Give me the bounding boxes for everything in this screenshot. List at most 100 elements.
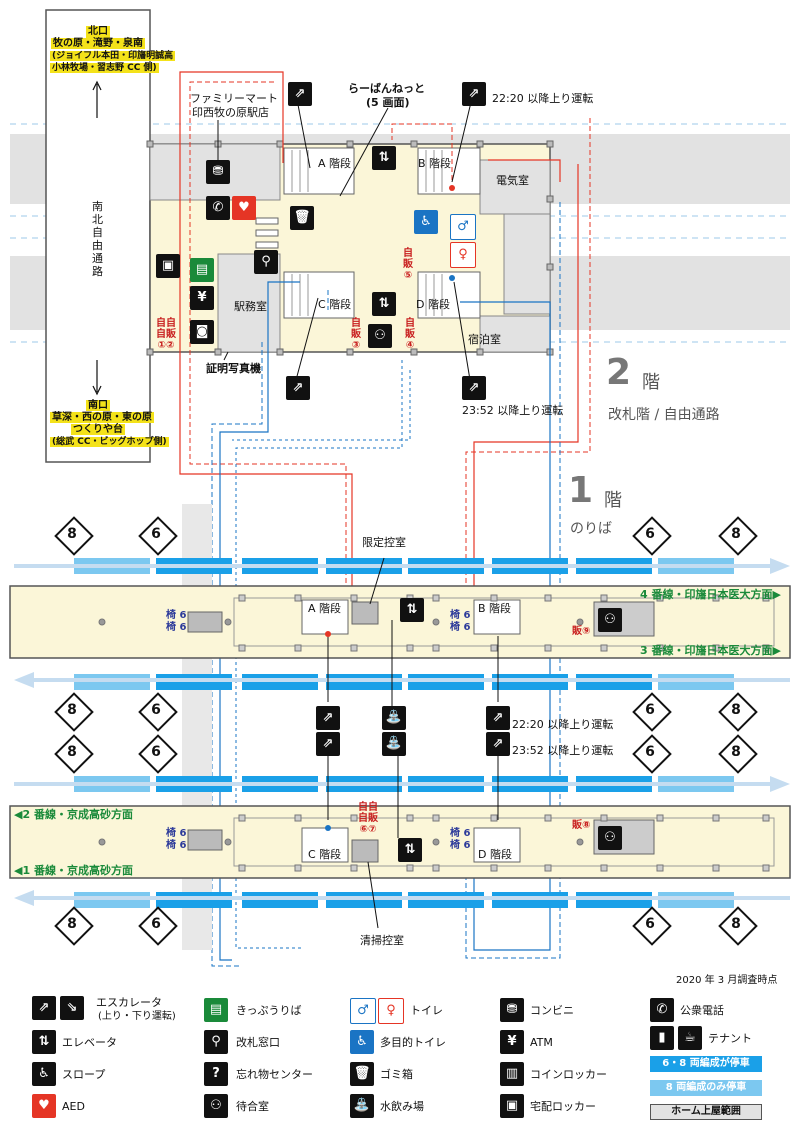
legend-tenant: テナント bbox=[708, 1032, 752, 1045]
column bbox=[712, 864, 720, 872]
track2-label: ◀2 番線・京成高砂方面 bbox=[14, 808, 133, 821]
column bbox=[490, 864, 498, 872]
car-marker-number: 6 bbox=[645, 744, 655, 760]
legend-multi-toilet: 多目的トイレ bbox=[380, 1036, 446, 1049]
south-exit-line1: 草深・西の原・東の原 bbox=[50, 412, 154, 423]
multi-toilet-icon: ♿ bbox=[350, 1030, 374, 1054]
column bbox=[600, 814, 608, 822]
car-marker-number: 8 bbox=[67, 916, 77, 932]
laban-label: らーばんねっと bbox=[348, 82, 425, 95]
column bbox=[350, 814, 358, 822]
floor2-number: 2 bbox=[606, 352, 632, 393]
bench: 椅 6 bbox=[450, 610, 471, 621]
waiting-room-icon: ⚇ bbox=[598, 608, 622, 632]
gate-icon: ⚲ bbox=[254, 250, 278, 274]
column bbox=[238, 864, 246, 872]
north-exit-line1: 牧の原・滝野・泉南 bbox=[51, 38, 145, 49]
legend-toilet: トイレ bbox=[410, 1004, 443, 1017]
pillar bbox=[98, 838, 106, 846]
column bbox=[294, 864, 302, 872]
column bbox=[350, 864, 358, 872]
legend-cars-68: 6・8 両編成が停車 bbox=[650, 1056, 762, 1072]
pillar bbox=[98, 618, 106, 626]
esc-note-1f-1: 22:20 以降上り運転 bbox=[512, 718, 614, 731]
column bbox=[762, 864, 770, 872]
lost-found-icon: ? bbox=[204, 1062, 228, 1086]
waiting-room-icon: ⚇ bbox=[368, 324, 392, 348]
escalator-icon: ⇗ bbox=[316, 706, 340, 730]
column bbox=[762, 814, 770, 822]
map-canvas bbox=[9, 9, 791, 967]
trash-icon: 🗑 bbox=[290, 206, 314, 230]
coin-locker-icon: ▥ bbox=[500, 1062, 524, 1086]
stair-c-label[interactable]: C 階段 bbox=[318, 298, 352, 311]
floor1-suffix: 階 bbox=[604, 490, 622, 511]
car-marker-number: 6 bbox=[151, 916, 161, 932]
aed-icon: ♥ bbox=[32, 1094, 56, 1118]
tenant-drink-icon: ▮ bbox=[650, 1026, 674, 1050]
survey-date: 2020 年 3 月調査時点 bbox=[676, 975, 778, 986]
north-exit-line3: 小林牧場・習志野 CC 側) bbox=[50, 63, 159, 73]
stair-b-label[interactable]: B 階段 bbox=[418, 157, 452, 170]
north-exit-line2: (ジョイフル本田・印旛明誠高 bbox=[50, 51, 176, 61]
column bbox=[544, 814, 552, 822]
atm-icon: ¥ bbox=[500, 1030, 524, 1054]
car-marker-number: 6 bbox=[151, 744, 161, 760]
escalator-icon: ⇗ bbox=[486, 706, 510, 730]
car-marker-number: 8 bbox=[731, 702, 741, 718]
track1-label: ◀1 番線・京成高砂方面 bbox=[14, 864, 133, 877]
legend-aed: AED bbox=[62, 1100, 85, 1113]
south-exit-line2: つくりや台 bbox=[71, 424, 125, 435]
slope-icon: ♿ bbox=[32, 1062, 56, 1086]
column bbox=[656, 594, 664, 602]
escalator-icon: ⇗ bbox=[286, 376, 310, 400]
toilet-female-icon: ♀ bbox=[378, 998, 404, 1024]
bench: 椅 6 bbox=[166, 610, 187, 621]
legend-convenience: コンビニ bbox=[530, 1004, 574, 1017]
legend-coin-locker: コインロッカー bbox=[530, 1068, 607, 1081]
column bbox=[350, 644, 358, 652]
legend-fountain: 水飲み場 bbox=[380, 1100, 424, 1113]
car-marker-number: 8 bbox=[731, 916, 741, 932]
aed-icon: ♥ bbox=[232, 196, 256, 220]
stair-d-label[interactable]: D 階段 bbox=[416, 298, 450, 311]
column bbox=[294, 644, 302, 652]
column bbox=[238, 644, 246, 652]
phone-icon: ✆ bbox=[206, 196, 230, 220]
column bbox=[600, 594, 608, 602]
tenant-cafe-icon: ☕ bbox=[678, 1026, 702, 1050]
escalator-icon: ⇗ bbox=[32, 996, 56, 1020]
toilet-female-icon: ♀ bbox=[450, 242, 476, 268]
lodge-room-label: 宿泊室 bbox=[468, 333, 501, 346]
stair-c-1f-label[interactable]: C 階段 bbox=[308, 848, 342, 861]
vending-8: 販⑧ bbox=[572, 820, 591, 831]
pillar bbox=[224, 838, 232, 846]
legend-cars-8: 8 両編成のみ停車 bbox=[650, 1080, 762, 1096]
column bbox=[350, 594, 358, 602]
esc-note-1f-2: 23:52 以降上り運転 bbox=[512, 744, 614, 757]
photo-machine-icon: ◙ bbox=[190, 320, 214, 344]
floor1-label: のりば bbox=[570, 521, 612, 537]
pillar bbox=[576, 618, 584, 626]
stair-a-1f-label[interactable]: A 階段 bbox=[308, 602, 342, 615]
column bbox=[490, 814, 498, 822]
column bbox=[712, 814, 720, 822]
south-exit-line3: (総武 CC・ビッグホップ側) bbox=[50, 437, 169, 447]
legend-elevator: エレベータ bbox=[62, 1036, 117, 1049]
escalator-icon: ⇘ bbox=[60, 996, 84, 1020]
stair-b-1f-label[interactable]: B 階段 bbox=[478, 602, 512, 615]
stair-d-1f-label[interactable]: D 階段 bbox=[478, 848, 512, 861]
column bbox=[432, 864, 440, 872]
legend-phone: 公衆電話 bbox=[680, 1004, 724, 1017]
toilet-male-icon: ♂ bbox=[450, 214, 476, 240]
pillar bbox=[432, 618, 440, 626]
column bbox=[600, 864, 608, 872]
column bbox=[294, 594, 302, 602]
atm-icon: ¥ bbox=[190, 286, 214, 310]
gate-icon: ⚲ bbox=[204, 1030, 228, 1054]
family-mart-label: ファミリーマート bbox=[190, 92, 278, 105]
stair-a-label[interactable]: A 階段 bbox=[318, 157, 352, 170]
column bbox=[712, 644, 720, 652]
